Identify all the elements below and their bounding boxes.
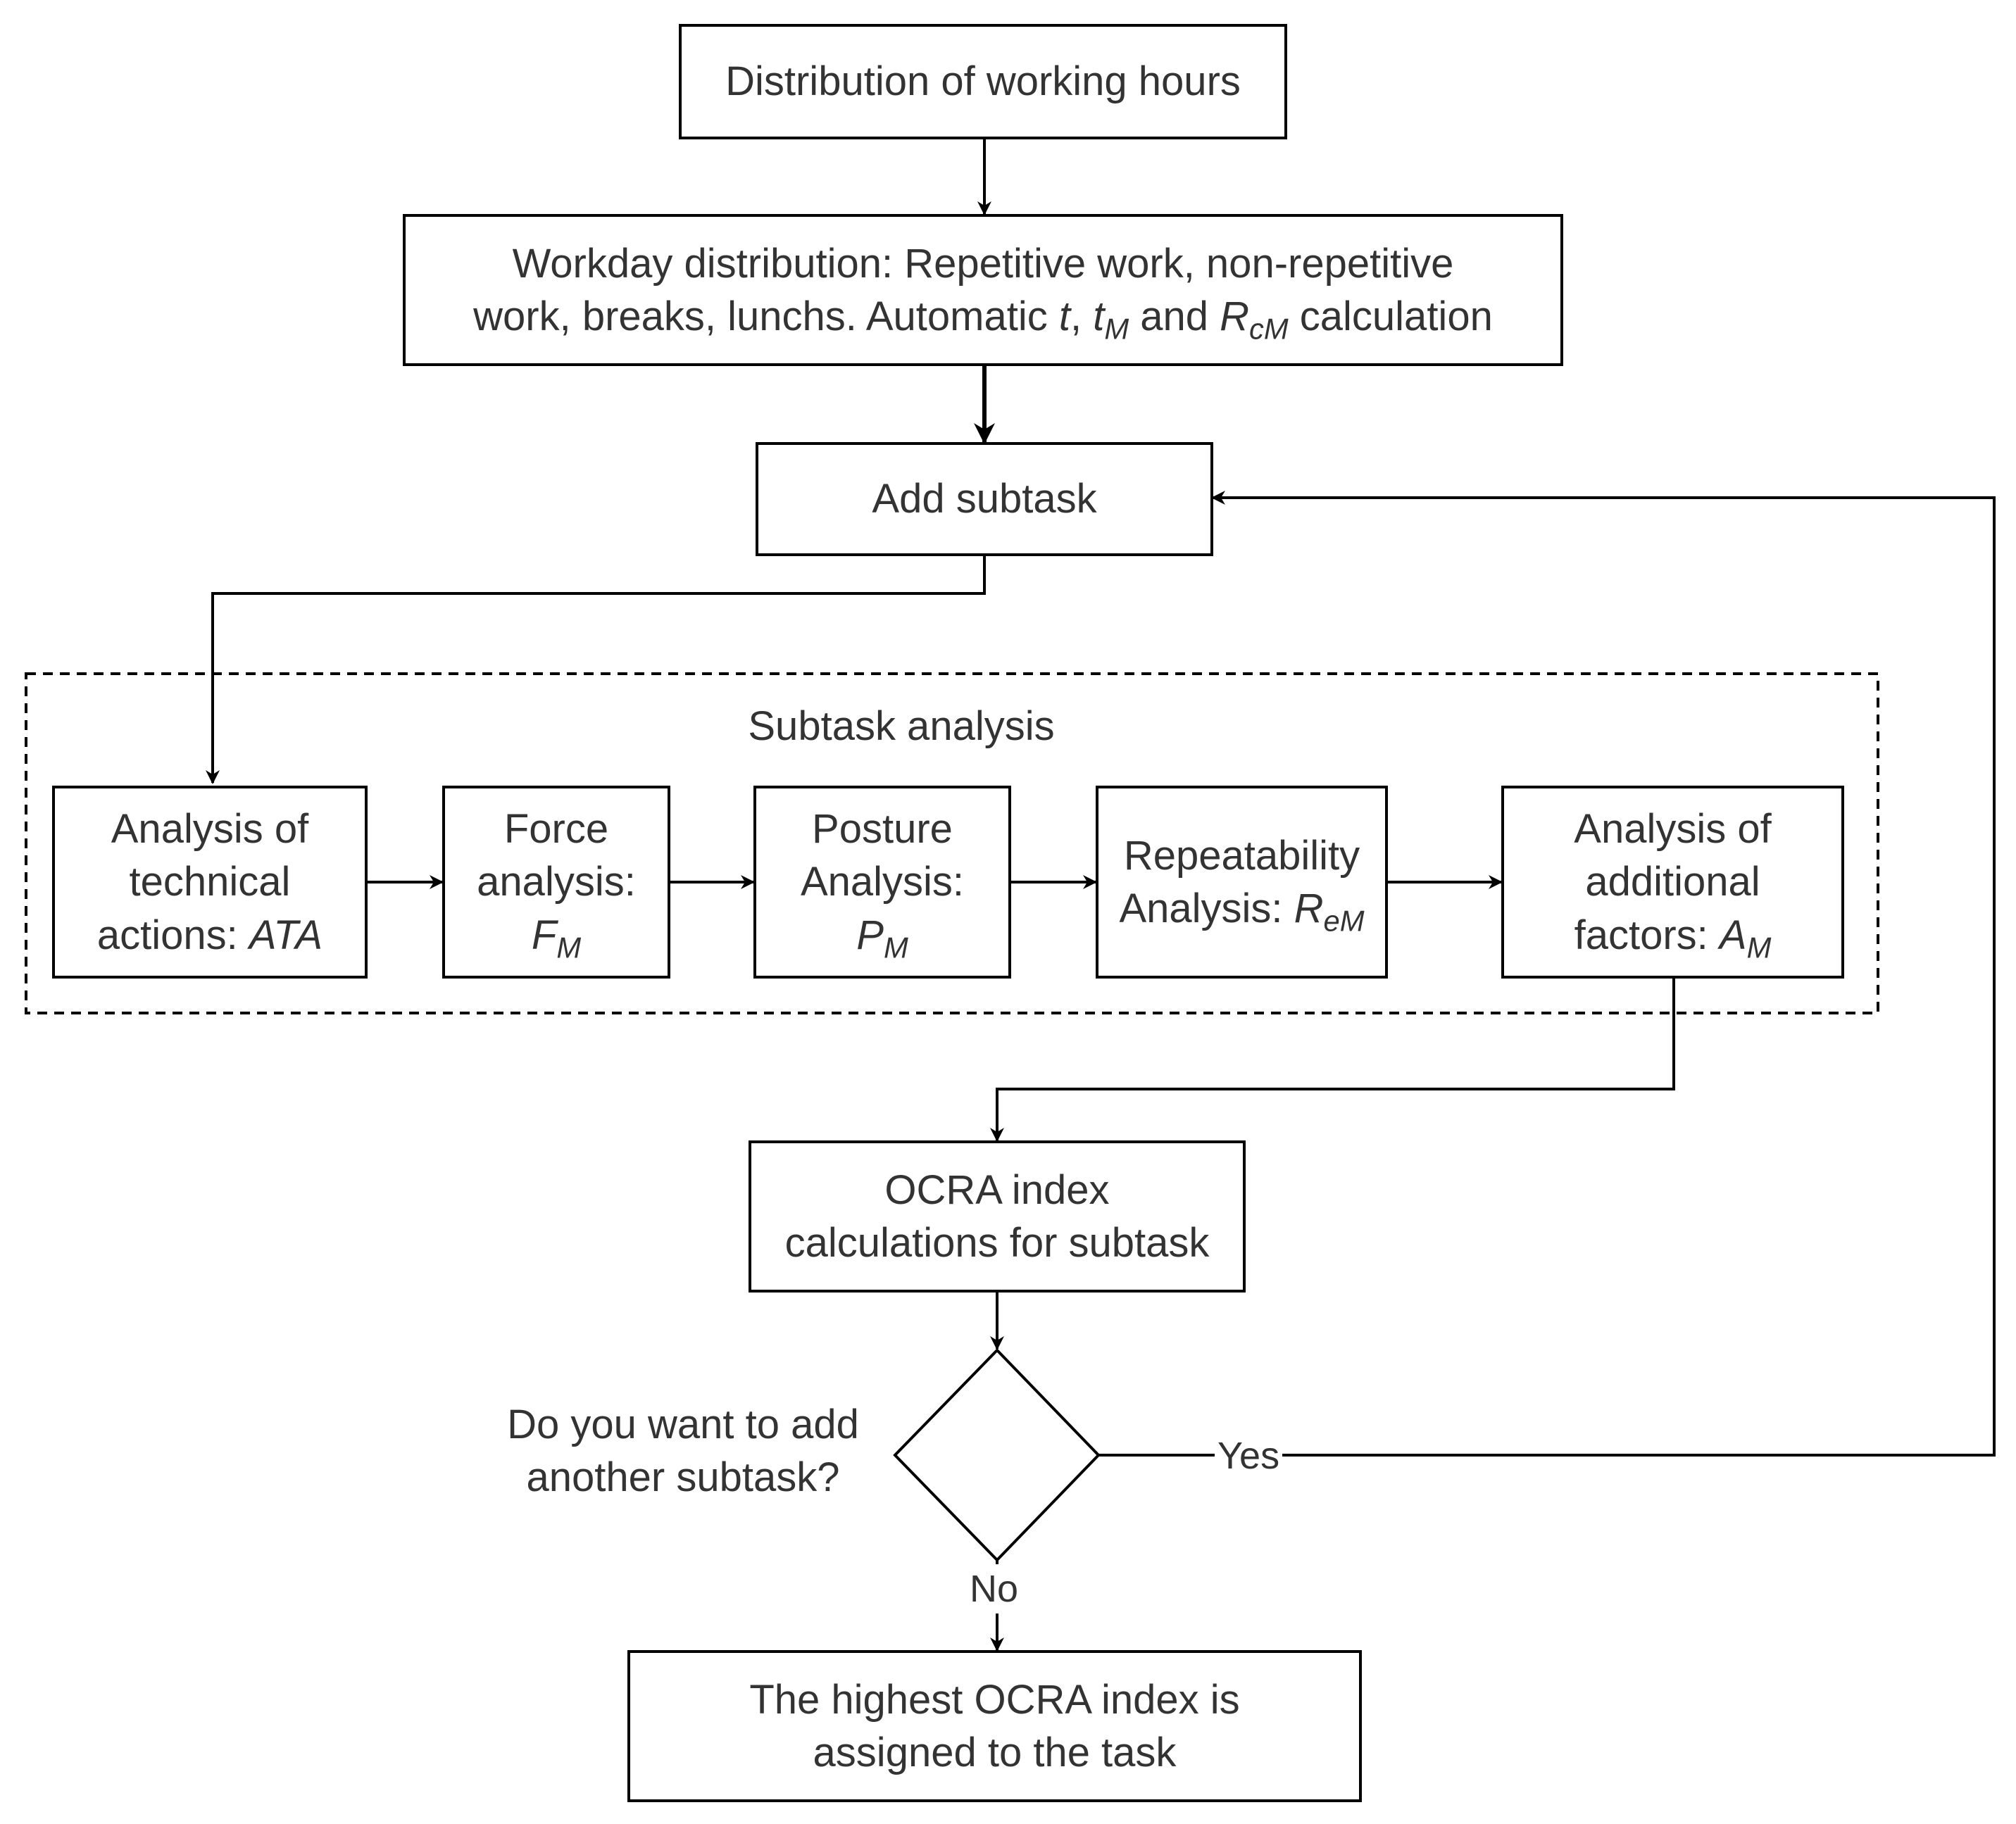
yes-label: Yes [1215,1431,1283,1481]
decision-diamond [893,1348,1101,1562]
edge-add-subtask-to-ata [206,556,986,784]
final-node: The highest OCRA index is assigned to th… [627,1650,1362,1802]
distribution-node: Distribution of working hours [679,24,1287,139]
repeatability-node: Repeatability Analysis: ReM [1096,786,1388,979]
decision-question: Do you want to add another subtask? [507,1402,859,1501]
add-subtask-node: Add subtask [756,442,1213,556]
posture-node: Posture Analysis: PM [753,786,1011,979]
force-node: Force analysis: FM [442,786,670,979]
additional-factors-node: Analysis of additional factors: AM [1501,786,1844,979]
ocra-calculation-node: OCRA index calculations for subtask [749,1140,1246,1292]
edge-additional-to-ocra [990,976,1675,1142]
workday-line-1: Workday distribution: Repetitive work, n… [512,240,1454,287]
ata-node: Analysis of technical actions: ATA [52,786,368,979]
edge-decision-yes-loop [1098,491,1996,1457]
subtask-group-border [25,672,1879,1014]
workday-node: Workday distribution: Repetitive work, n… [403,214,1563,366]
no-label: No [967,1564,1022,1614]
subtask-group-title: Subtask analysis [748,703,1055,749]
